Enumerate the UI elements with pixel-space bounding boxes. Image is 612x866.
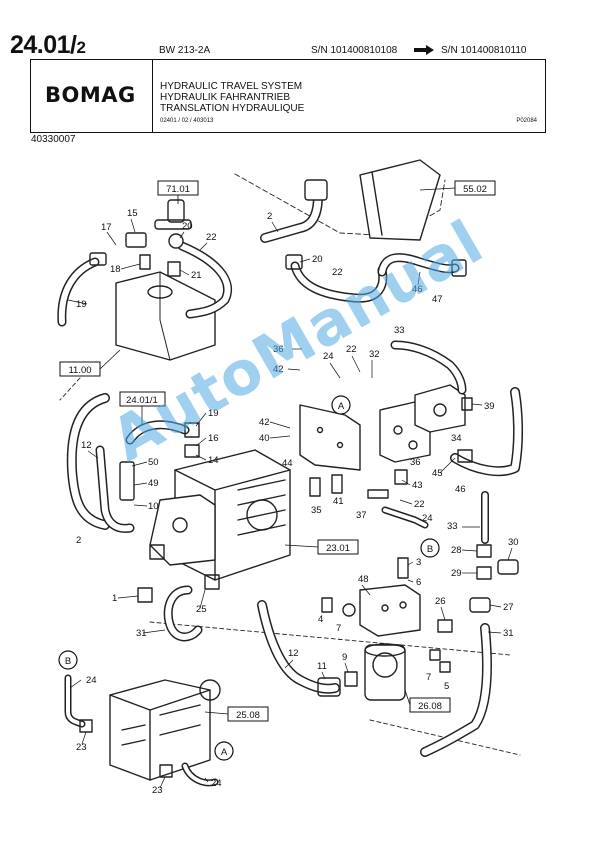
callout-43: 43 xyxy=(412,480,423,491)
callout-15: 16 xyxy=(208,433,219,444)
callout-29: 29 xyxy=(451,568,462,579)
ref-text-71-01: 71.01 xyxy=(166,184,190,195)
page-number-sub: 2 xyxy=(76,38,86,57)
callout-40: 40 xyxy=(259,433,270,444)
callout-33: 33 xyxy=(394,325,405,336)
callout-7: 7 xyxy=(336,623,341,634)
reference-code: 02401 / 02 / 403013 xyxy=(160,118,214,124)
brand-logo: BOMAG xyxy=(45,83,136,107)
callout-22: 22 xyxy=(346,344,357,355)
callout-11: 11 xyxy=(317,661,327,672)
callout-1: 1 xyxy=(112,593,117,604)
callout-24d: 24 xyxy=(211,778,222,789)
right-arrow-icon xyxy=(414,45,434,55)
marker-b-label-right: B xyxy=(427,544,433,555)
callout-33b: 33 xyxy=(447,521,458,532)
title-de: HYDRAULIK FAHRANTRIEB xyxy=(160,92,291,103)
callout-18: 19 xyxy=(76,299,87,310)
title-block: BOMAG HYDRAULIC TRAVEL SYSTEM HYDRAULIK … xyxy=(30,59,546,133)
marker-b-label-bottom: B xyxy=(65,656,71,667)
marker-b-bottom xyxy=(58,650,78,670)
callout-22b: 22 xyxy=(414,499,425,510)
page-number-main: 24.01/ xyxy=(10,31,77,59)
callout-35: 36 xyxy=(410,457,421,468)
callout-20: 21 xyxy=(191,270,202,281)
callout-48: 48 xyxy=(358,574,369,585)
callout-7b: 7 xyxy=(426,672,431,683)
callout-5: 5 xyxy=(444,681,449,692)
marker-a-label-bottom: A xyxy=(221,747,228,758)
callout-28: 28 xyxy=(451,545,462,556)
callout-50: 50 xyxy=(148,457,159,468)
marker-a-label-top: A xyxy=(338,401,345,412)
marker-b-right xyxy=(420,538,440,558)
callout-23: 23 xyxy=(76,742,87,753)
callout-42b: 42 xyxy=(259,417,270,428)
ref-text-23-01: 23.01 xyxy=(326,543,350,554)
callout-18b: 19 xyxy=(208,408,219,419)
callout-12b: 12 xyxy=(288,648,299,659)
callout-19: 20 xyxy=(182,221,193,232)
callout-10: 10 xyxy=(148,501,159,512)
callout-4: 4 xyxy=(318,614,323,625)
callout-12: 12 xyxy=(81,440,92,451)
callout-31: 31 xyxy=(503,628,514,639)
callout-24: 24 xyxy=(323,351,334,362)
callout-30: 30 xyxy=(508,537,519,548)
callout-19b: 20 xyxy=(312,254,323,265)
ref-text-55-02: 55.02 xyxy=(463,184,487,195)
callout-39: 39 xyxy=(484,401,495,412)
callout-27: 27 xyxy=(503,602,514,613)
document-number: 40330007 xyxy=(31,134,76,145)
callout-44: 44 xyxy=(282,458,293,469)
callout-2b: 2 xyxy=(76,535,81,546)
callout-21b: 22 xyxy=(332,267,343,278)
callout-3: 3 xyxy=(416,557,421,568)
callout-24c: 24 xyxy=(86,675,97,686)
callout-47: 47 xyxy=(432,294,443,305)
callout-17: 18 xyxy=(110,264,121,275)
callout-46b: 46 xyxy=(455,484,466,495)
callout-32: 32 xyxy=(369,349,380,360)
callout-23b: 23 xyxy=(152,785,163,796)
figure-code: P02084 xyxy=(516,118,537,124)
callout-34: 34 xyxy=(451,433,462,444)
callout-26: 25 xyxy=(196,604,207,615)
marker-a-bottom xyxy=(214,741,234,761)
marker-a-top xyxy=(331,395,351,415)
page-number: 24.01/2 xyxy=(10,31,86,60)
callout-45: 45 xyxy=(432,468,443,479)
title-block-divider xyxy=(152,60,153,132)
callout-9: 9 xyxy=(342,652,347,663)
callout-31b: 31 xyxy=(136,628,147,639)
model-label: BW 213-2A xyxy=(159,45,211,56)
callout-6: 6 xyxy=(416,577,421,588)
ref-box-24-01-1 xyxy=(119,391,166,407)
title-fr: TRANSLATION HYDRAULIQUE xyxy=(160,103,305,114)
callout-46: 46 xyxy=(412,284,423,295)
callout-labels: 15 17 18 20 22 21 19 2 20 22 46 47 36 42… xyxy=(76,208,519,796)
callout-13: 14 xyxy=(208,455,219,466)
callout-42: 42 xyxy=(273,364,284,375)
serial-to: S/N 101400810110 xyxy=(441,45,527,56)
callout-16: 17 xyxy=(101,222,112,233)
callout-14: 15 xyxy=(127,208,138,219)
ref-text-25-08: 25.08 xyxy=(236,710,260,721)
serial-from: S/N 101400810108 xyxy=(311,45,398,56)
ref-text-26-08: 26.08 xyxy=(418,701,442,712)
callout-49: 49 xyxy=(148,478,159,489)
title-lines: HYDRAULIC TRAVEL SYSTEM HYDRAULIK FAHRAN… xyxy=(160,81,304,114)
callout-2: 2 xyxy=(267,211,272,222)
ref-text-24-01-1: 24.01/1 xyxy=(126,395,158,406)
callout-36: 35 xyxy=(311,505,322,516)
callout-25: 26 xyxy=(435,596,446,607)
callout-24b: 24 xyxy=(422,513,433,524)
callout-37: 36 xyxy=(273,344,284,355)
title-en: HYDRAULIC TRAVEL SYSTEM xyxy=(160,81,303,92)
callout-38: 37 xyxy=(356,510,367,521)
ref-text-11-00: 11.00 xyxy=(68,365,91,376)
callout-41: 41 xyxy=(333,496,344,507)
callout-21: 22 xyxy=(206,232,217,243)
